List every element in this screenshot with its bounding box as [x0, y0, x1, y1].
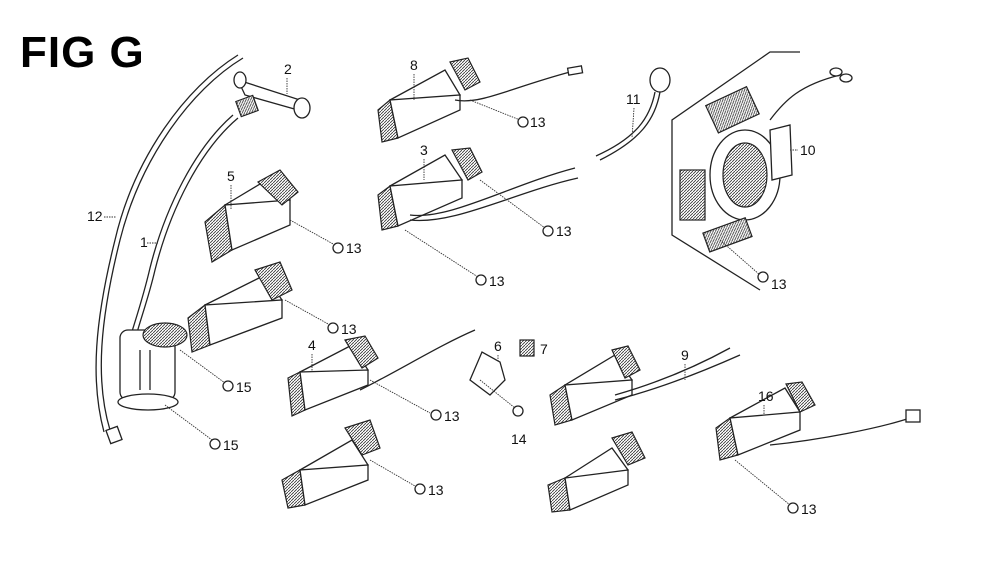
coil-part-5[interactable] — [204, 169, 299, 263]
coil-part-8[interactable] — [377, 57, 584, 143]
coil-lower-left[interactable] — [187, 261, 293, 353]
callout-13[interactable]: 13 — [341, 321, 357, 337]
callout-15[interactable]: 15 — [223, 437, 239, 453]
callout-labels: 2 8 11 3 10 5 12 1 4 6 7 9 16 13 — [87, 57, 817, 517]
callout-13[interactable]: 13 — [489, 273, 505, 289]
callout-15[interactable]: 15 — [236, 379, 252, 395]
coil-part-9[interactable] — [547, 345, 741, 513]
harness-part-11[interactable] — [595, 67, 671, 161]
callout-3[interactable]: 3 — [420, 142, 428, 158]
callout-14[interactable]: 14 — [511, 431, 527, 447]
callout-9[interactable]: 9 — [681, 347, 689, 363]
figure-title: FIG G — [20, 28, 145, 77]
callout-11[interactable]: 11 — [626, 91, 641, 107]
coil-part-3[interactable] — [377, 147, 579, 231]
ht-cord-part-1[interactable] — [129, 114, 239, 341]
callout-13[interactable]: 13 — [801, 501, 817, 517]
bracket-part-6[interactable] — [469, 351, 506, 396]
stator-part-10[interactable] — [671, 51, 853, 291]
coil-lower-middle[interactable] — [281, 419, 381, 509]
callout-16[interactable]: 16 — [758, 388, 774, 404]
callout-13[interactable]: 13 — [530, 114, 546, 130]
callout-4[interactable]: 4 — [308, 337, 316, 353]
callout-1[interactable]: 1 — [140, 234, 148, 250]
coil-part-16[interactable] — [715, 381, 921, 461]
ignition-coil[interactable] — [117, 322, 188, 411]
callout-6[interactable]: 6 — [494, 338, 502, 354]
callout-5[interactable]: 5 — [227, 168, 235, 184]
callout-13[interactable]: 13 — [556, 223, 572, 239]
spark-plug-cap-part-2[interactable] — [233, 71, 311, 119]
cord-part-12[interactable] — [95, 54, 244, 445]
coil-part-4[interactable] — [287, 329, 476, 417]
bolts — [164, 99, 799, 514]
clip-part-7[interactable] — [519, 339, 535, 357]
callout-8[interactable]: 8 — [410, 57, 418, 73]
callout-13[interactable]: 13 — [346, 240, 362, 256]
callout-2[interactable]: 2 — [284, 61, 292, 77]
callout-10[interactable]: 10 — [800, 142, 816, 158]
callout-7[interactable]: 7 — [540, 341, 548, 357]
callout-13[interactable]: 13 — [771, 276, 787, 292]
callout-12[interactable]: 12 — [87, 208, 103, 224]
callout-13[interactable]: 13 — [428, 482, 444, 498]
callout-13[interactable]: 13 — [444, 408, 460, 424]
